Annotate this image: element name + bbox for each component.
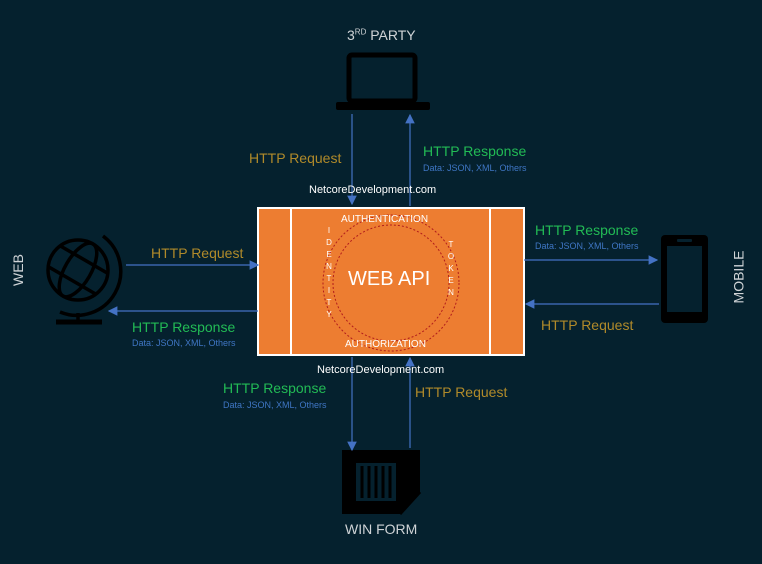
phone-icon <box>661 235 708 323</box>
winform-request-label: HTTP Request <box>415 384 508 400</box>
thirdparty-response-label: HTTP Response <box>423 143 527 159</box>
watermark-top: NetcoreDevelopment.com <box>309 184 437 196</box>
mobile-response-label: HTTP Response <box>535 222 639 238</box>
web-response-label: HTTP Response <box>132 319 236 335</box>
winform-response-label: HTTP Response <box>223 380 327 396</box>
web-request-label: HTTP Request <box>151 245 244 261</box>
winform-data-label: Data: JSON, XML, Others <box>223 400 327 410</box>
watermark-bottom: NetcoreDevelopment.com <box>317 364 445 376</box>
web-data-label: Data: JSON, XML, Others <box>132 338 236 348</box>
third-party-label: 3RD PARTY <box>347 27 416 43</box>
authentication-label: AUTHENTICATION <box>341 214 429 225</box>
mobile-data-label: Data: JSON, XML, Others <box>535 241 639 251</box>
mobile-request-label: HTTP Request <box>541 317 634 333</box>
thirdparty-request-label: HTTP Request <box>249 150 342 166</box>
win-form-label: WIN FORM <box>345 521 418 537</box>
web-api-box <box>257 207 525 356</box>
web-api-title: WEB API <box>348 268 431 290</box>
mobile-label: MOBILE <box>730 250 747 304</box>
laptop-icon <box>336 52 430 110</box>
globe-icon <box>46 234 123 325</box>
web-label: WEB <box>9 254 26 286</box>
authorization-label: AUTHORIZATION <box>345 339 426 350</box>
thirdparty-data-label: Data: JSON, XML, Others <box>423 163 527 173</box>
form-icon <box>342 450 422 516</box>
